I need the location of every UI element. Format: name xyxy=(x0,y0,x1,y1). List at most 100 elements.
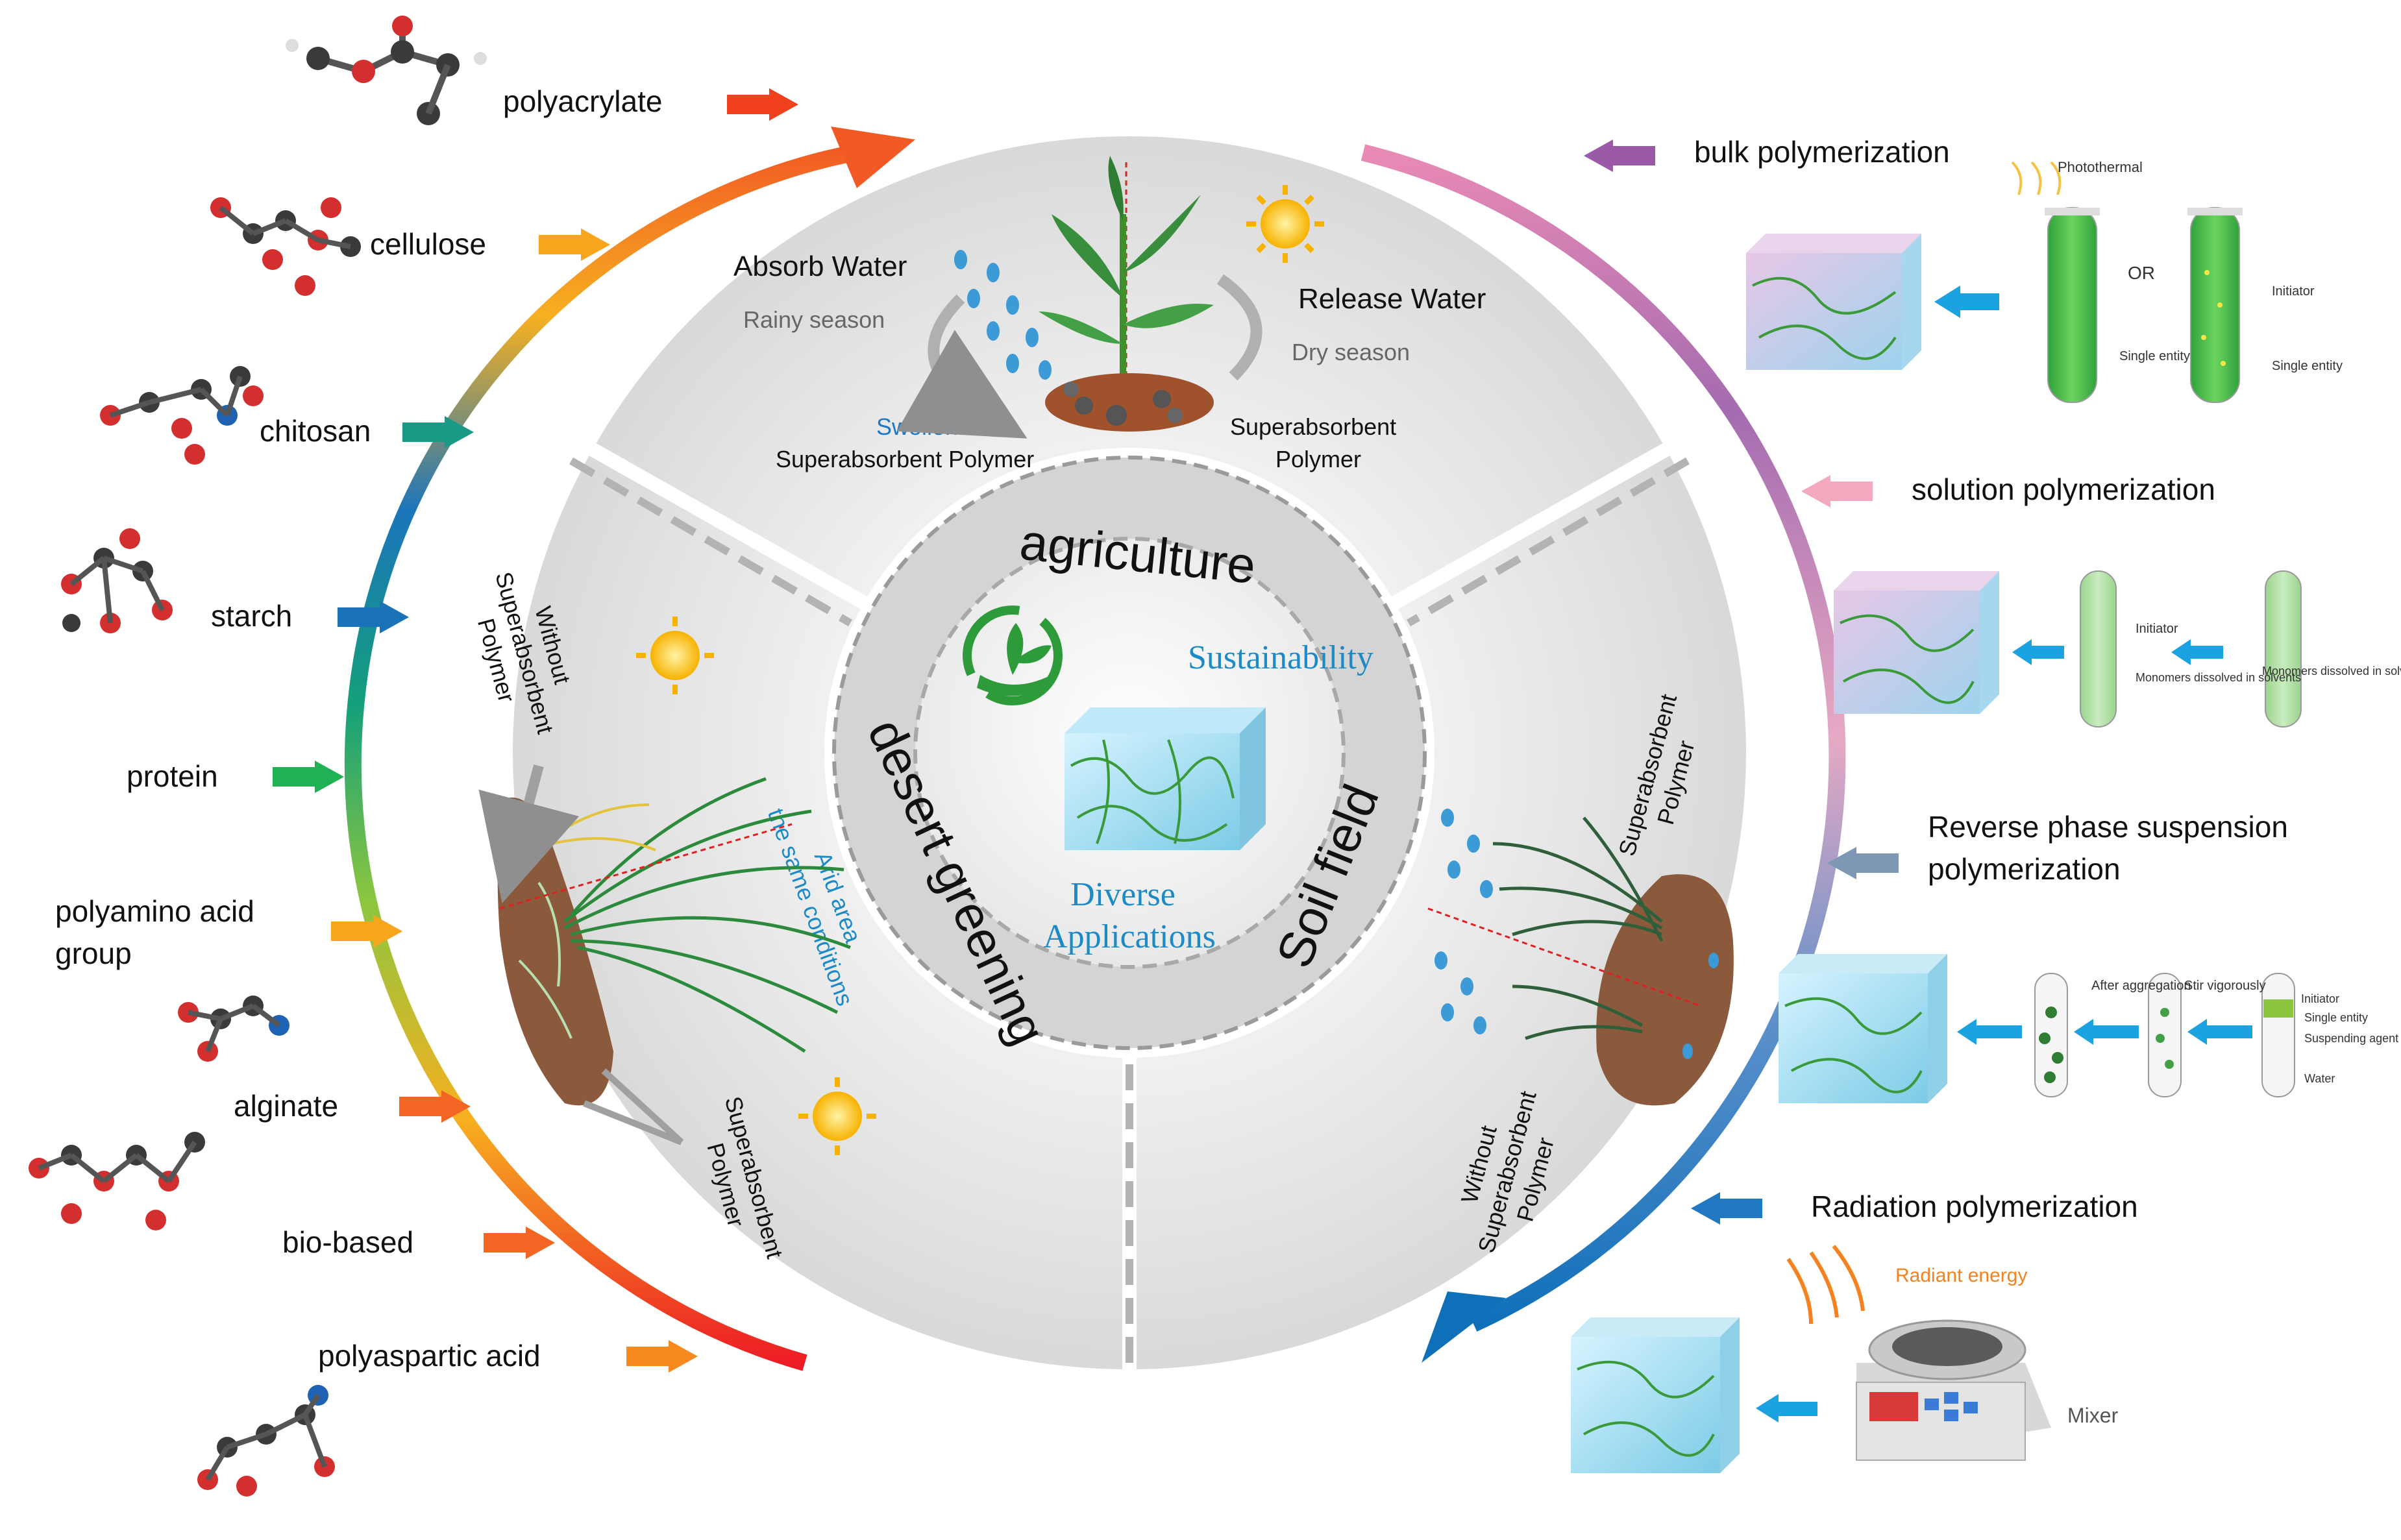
center-circle-dash xyxy=(913,537,1346,969)
arrow-solution-blue-2 xyxy=(2171,639,2223,665)
release-cycle-arrow xyxy=(1216,274,1262,381)
material-polyaspartic: polyaspartic acid xyxy=(318,1339,541,1373)
radiant-energy-waves xyxy=(1786,1245,1865,1325)
reverse-after-aggregation: After aggregation xyxy=(2091,979,2191,993)
sun-icon-desert-bottom xyxy=(798,1077,876,1155)
reverse-tube-1 xyxy=(2034,973,2068,1097)
arrow-protein xyxy=(273,761,344,793)
material-bio-based: bio-based xyxy=(282,1225,413,1259)
arrow-bio-based xyxy=(484,1227,555,1259)
arrow-starch xyxy=(338,601,409,633)
radiation-mixer: Mixer xyxy=(2067,1404,2119,1427)
arrow-cellulose xyxy=(539,228,610,261)
arrow-solution-blue-1 xyxy=(2012,639,2064,665)
molecule-polyamino-icon xyxy=(178,996,289,1062)
arrow-reverse xyxy=(1827,847,1899,879)
dash-right xyxy=(1406,457,1690,627)
method-radiation-title: Radiation polymerization xyxy=(1811,1190,2138,1223)
arrow-bulk-blue xyxy=(1934,286,1999,318)
solution-tube-1 xyxy=(2080,570,2117,727)
method-bulk: bulk polymerization Photothermal OR Sing… xyxy=(1584,135,2343,403)
solution-monomers-2: Monomers dissolved in solvents xyxy=(2262,665,2401,678)
diverse-label-line2: Applications xyxy=(1043,918,1216,955)
center-hydrogel-cube xyxy=(1065,707,1266,850)
photothermal-waves xyxy=(2011,161,2062,195)
reverse-tube-2 xyxy=(2148,973,2182,1097)
solution-initiator: Initiator xyxy=(2136,622,2178,636)
sap-label-line2: Polymer xyxy=(1275,446,1361,472)
molecule-polyaspartic-icon xyxy=(197,1385,335,1497)
reverse-stir-vigorously: Stir vigorously xyxy=(2184,979,2266,993)
solution-tube-2 xyxy=(2265,570,2302,727)
radiation-cube xyxy=(1571,1317,1740,1473)
method-solution-title: solution polymerization xyxy=(1912,472,2215,506)
bulk-single-entity-2: Single entity xyxy=(2272,359,2343,373)
radiation-radiant-energy: Radiant energy xyxy=(1895,1265,2027,1286)
molecule-alginate-icon xyxy=(29,1132,205,1230)
method-reverse-title-line1: Reverse phase suspension xyxy=(1928,810,2288,844)
sustainability-icon xyxy=(963,605,1063,705)
swollen-polymer-label: Superabsorbent Polymer xyxy=(776,446,1034,472)
reverse-cube xyxy=(1779,954,1947,1103)
sun-icon-desert-top xyxy=(636,617,714,694)
material-starch: starch xyxy=(211,599,292,633)
dash-left xyxy=(569,457,853,627)
agriculture-panel: Absorb Water Rainy season Release Water … xyxy=(733,156,1486,472)
absorb-cycle-arrow xyxy=(896,294,1028,439)
molecule-starch-icon xyxy=(61,528,173,633)
molecule-polyacrylate-icon xyxy=(286,16,487,125)
arrow-polyamino xyxy=(331,915,402,947)
material-cellulose: cellulose xyxy=(370,227,486,261)
solution-monomers-1: Monomers dissolved in solvents xyxy=(2136,671,2301,684)
arrow-polyaspartic xyxy=(626,1340,698,1373)
bulk-cube xyxy=(1746,234,1921,370)
absorb-water-label: Absorb Water xyxy=(733,251,907,282)
materials-list: polyacrylate cellulose chitosan starch p… xyxy=(29,16,798,1497)
arrow-bulk xyxy=(1584,140,1655,172)
plant-illustration xyxy=(1039,156,1214,432)
arrow-alginate xyxy=(399,1090,471,1123)
bulk-photothermal: Photothermal xyxy=(2058,159,2143,175)
material-polyamino-line2: group xyxy=(55,936,132,970)
solution-cube xyxy=(1834,571,1999,714)
arrow-reverse-blue-2 xyxy=(2074,1019,2139,1045)
method-reverse: Reverse phase suspension polymerization xyxy=(1779,810,2398,1103)
rainy-season-label: Rainy season xyxy=(743,306,885,333)
mixer-icon xyxy=(1856,1319,2051,1461)
swollen-label: Swollen xyxy=(876,413,958,440)
soil-illustration xyxy=(1427,809,1734,1106)
material-polyacrylate: polyacrylate xyxy=(503,84,662,118)
bulk-or: OR xyxy=(2128,263,2155,283)
material-alginate: alginate xyxy=(234,1089,338,1123)
sustainability-label: Sustainability xyxy=(1188,639,1373,676)
sun-icon-agriculture xyxy=(1246,185,1324,263)
dry-season-label: Dry season xyxy=(1292,339,1410,365)
molecule-chitosan-icon xyxy=(100,366,264,465)
sap-label-line1: Superabsorbent xyxy=(1230,413,1396,440)
bulk-tube-1 xyxy=(2045,207,2100,403)
methods-list: bulk polymerization Photothermal OR Sing… xyxy=(1571,135,2401,1473)
bulk-single-entity-1: Single entity xyxy=(2119,349,2190,363)
bulk-initiator: Initiator xyxy=(2272,284,2315,299)
arrow-solution xyxy=(1801,475,1873,507)
method-bulk-title: bulk polymerization xyxy=(1694,135,1950,169)
method-radiation: Radiation polymerization Radiant energy … xyxy=(1571,1190,2138,1473)
arrow-radiation-blue xyxy=(1756,1394,1817,1423)
desert-illustration xyxy=(478,764,851,1145)
inner-ring-dash xyxy=(832,456,1427,1050)
diverse-label-line1: Diverse xyxy=(1070,876,1176,913)
arrow-polyacrylate xyxy=(727,88,798,121)
center-content: Sustainability Diverse Applications xyxy=(963,605,1373,955)
arrow-reverse-blue-1 xyxy=(1957,1019,2022,1045)
reverse-initiator: Initiator xyxy=(2301,992,2339,1005)
arrow-chitosan xyxy=(402,416,474,448)
material-chitosan: chitosan xyxy=(260,414,371,448)
bulk-tube-2 xyxy=(2187,207,2243,403)
soil-field-panel: Superabsorbent Polymer Without Superabso… xyxy=(1427,691,1734,1256)
left-cycle-arrow xyxy=(344,127,915,1371)
arrow-radiation xyxy=(1691,1192,1762,1225)
reverse-suspending-agent: Suspending agent xyxy=(2304,1032,2398,1045)
method-reverse-title-line2: polymerization xyxy=(1928,852,2121,886)
method-solution: solution polymerization Initiator Monome… xyxy=(1801,472,2401,727)
